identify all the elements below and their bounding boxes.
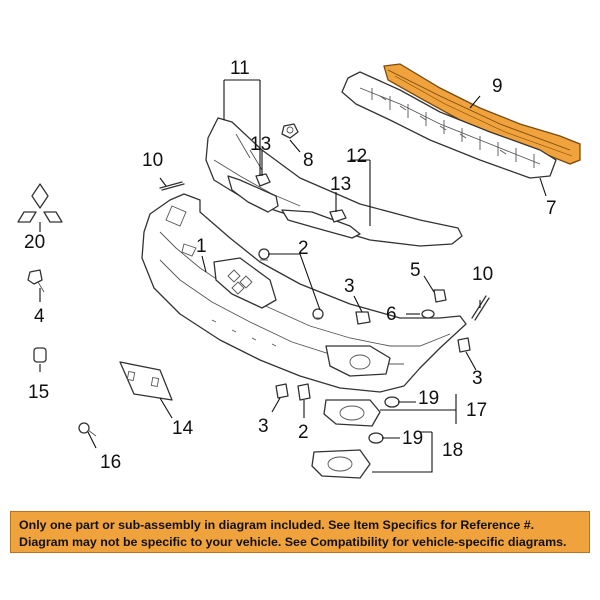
- screw-3-mid[interactable]: [355, 311, 371, 325]
- callout-5: 5: [410, 260, 421, 281]
- callout-14: 14: [172, 418, 194, 439]
- clip-13-lower[interactable]: [329, 209, 347, 223]
- disclaimer-line-1: Only one part or sub-assembly in diagram…: [19, 518, 535, 532]
- clip-2-mid[interactable]: [312, 308, 324, 320]
- callout-9: 9: [492, 76, 503, 97]
- callout-3-left: 3: [258, 416, 269, 437]
- callout-labels: 11 9 13 8 12 10 13 7 20 1 2 5 10 3 6 4 3…: [24, 58, 557, 473]
- bolt-4[interactable]: [27, 269, 45, 293]
- disclaimer-banner: Only one part or sub-assembly in diagram…: [10, 511, 590, 553]
- reinforcement-bar-highlighted[interactable]: [383, 63, 581, 165]
- callout-1: 1: [196, 236, 207, 257]
- nut-6[interactable]: [421, 309, 435, 319]
- license-plate-bracket[interactable]: [119, 361, 173, 401]
- clip-13-upper[interactable]: [255, 173, 271, 187]
- bulb-19-upper[interactable]: [384, 396, 400, 408]
- callout-19-upper: 19: [418, 388, 439, 409]
- callout-13-upper: 13: [250, 134, 271, 155]
- clip-2-lower[interactable]: [297, 383, 311, 401]
- bulb-19-lower[interactable]: [368, 432, 384, 444]
- callout-17: 17: [466, 400, 487, 421]
- callout-3-mid: 3: [344, 276, 355, 297]
- callout-8: 8: [303, 150, 314, 171]
- energy-absorber[interactable]: [341, 71, 557, 179]
- callout-2-upper: 2: [298, 238, 309, 259]
- callout-11: 11: [230, 58, 250, 79]
- leader-lines: [39, 79, 547, 473]
- callout-13-lower: 13: [330, 174, 351, 195]
- callout-16: 16: [100, 452, 121, 473]
- emblem-20[interactable]: [17, 183, 63, 223]
- bolt-16[interactable]: [78, 422, 97, 437]
- nut-5[interactable]: [433, 289, 447, 303]
- callout-7: 7: [546, 198, 557, 219]
- clip-2-upper[interactable]: [258, 248, 270, 261]
- callout-15: 15: [28, 382, 49, 403]
- fog-lamp-17[interactable]: [323, 399, 381, 427]
- callout-4: 4: [34, 306, 45, 327]
- fog-lamp-18[interactable]: [311, 449, 371, 479]
- callout-2-lower: 2: [298, 422, 309, 443]
- callout-12: 12: [346, 146, 367, 167]
- bumper-cover[interactable]: [141, 193, 467, 393]
- screw-3-right[interactable]: [457, 337, 471, 353]
- bulb-15[interactable]: [33, 347, 47, 363]
- disclaimer-line-2: Diagram may not be specific to your vehi…: [19, 535, 567, 549]
- callout-20: 20: [24, 232, 45, 253]
- callout-18: 18: [442, 440, 463, 461]
- retainer-10-right[interactable]: [471, 295, 490, 321]
- callout-19-lower: 19: [402, 428, 423, 449]
- bolt-8[interactable]: [281, 123, 299, 139]
- callout-6: 6: [386, 304, 397, 325]
- retainer-10-left[interactable]: [159, 181, 185, 191]
- callout-10-left: 10: [142, 150, 163, 171]
- screw-3-left[interactable]: [275, 383, 289, 399]
- callout-3-right: 3: [472, 368, 483, 389]
- callout-10-right: 10: [472, 264, 493, 285]
